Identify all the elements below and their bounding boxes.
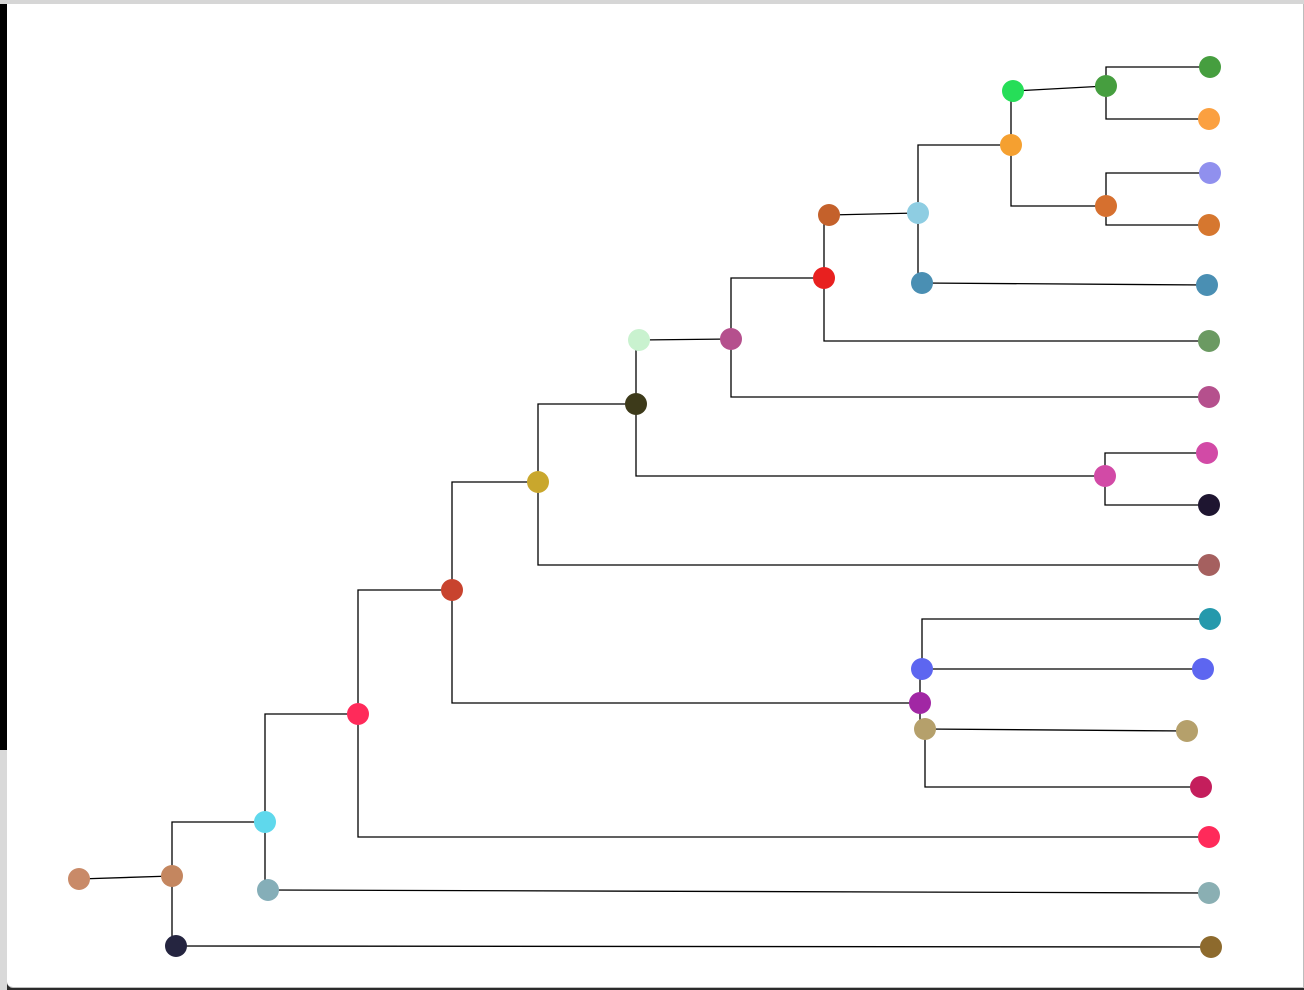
tree-edge [451, 590, 920, 704]
tree-node[interactable] [527, 471, 549, 493]
tree-node[interactable] [1094, 465, 1116, 487]
tree-node[interactable] [165, 935, 187, 957]
tree-node[interactable] [1095, 75, 1117, 97]
tree-node[interactable] [914, 718, 936, 740]
tree-edge [1010, 145, 1106, 207]
tree-edge [1104, 476, 1209, 506]
tree-leaf-node[interactable] [1198, 108, 1220, 130]
tree-node[interactable] [625, 393, 647, 415]
nodes-layer [68, 56, 1222, 958]
tree-edge [1105, 206, 1209, 226]
tree-node[interactable] [911, 272, 933, 294]
tree-node[interactable] [254, 811, 276, 833]
tree-edge [638, 338, 732, 341]
tree-node[interactable] [1095, 195, 1117, 217]
tree-node[interactable] [907, 202, 929, 224]
tree-node[interactable] [628, 329, 650, 351]
tree-edge [78, 875, 173, 880]
tree-leaf-node[interactable] [1198, 826, 1220, 848]
tree-node[interactable] [161, 865, 183, 887]
tree-leaf-node[interactable] [1198, 494, 1220, 516]
tree-leaf-node[interactable] [1198, 214, 1220, 236]
tree-canvas[interactable] [7, 4, 1304, 988]
tree-edge [828, 212, 919, 216]
tree-edge [267, 889, 1210, 894]
tree-node[interactable] [909, 692, 931, 714]
tree-leaf-node[interactable] [1199, 56, 1221, 78]
tree-edge [730, 339, 1209, 398]
tree-edge [635, 404, 1105, 477]
tree-edge [264, 713, 358, 822]
tree-edge [924, 728, 1188, 732]
tree-edge [537, 403, 636, 482]
window-left-bar-lower [0, 750, 7, 990]
tree-node[interactable] [1002, 80, 1024, 102]
tree-node[interactable] [813, 267, 835, 289]
edges-layer [78, 66, 1212, 948]
tree-edge [917, 144, 1011, 213]
tree-leaf-node[interactable] [1199, 608, 1221, 630]
tree-node[interactable] [911, 658, 933, 680]
window-top-edge [0, 0, 1304, 4]
tree-edge [1105, 66, 1210, 86]
tree-node[interactable] [818, 204, 840, 226]
tree-leaf-node[interactable] [1176, 720, 1198, 742]
tree-edge [171, 821, 265, 876]
tree-edge [175, 945, 1212, 948]
tree-node[interactable] [257, 879, 279, 901]
tree-leaf-node[interactable] [1196, 274, 1218, 296]
tree-edge [921, 282, 1208, 286]
tree-edge [823, 278, 1209, 342]
tree-node[interactable] [441, 579, 463, 601]
tree-edge [451, 481, 538, 590]
tree-edge [921, 618, 1210, 669]
tree-edge [924, 729, 1201, 788]
tree-edge [1104, 452, 1207, 476]
tree-node[interactable] [720, 328, 742, 350]
tree-node[interactable] [347, 703, 369, 725]
tree-node[interactable] [68, 868, 90, 890]
tree-edge [1105, 172, 1210, 206]
tree-leaf-node[interactable] [1200, 936, 1222, 958]
tree-leaf-node[interactable] [1196, 442, 1218, 464]
tree-leaf-node[interactable] [1199, 162, 1221, 184]
tree-edge [1105, 86, 1209, 120]
tree-edge [537, 482, 1209, 566]
tree-leaf-node[interactable] [1198, 554, 1220, 576]
tree-leaf-node[interactable] [1192, 658, 1214, 680]
tree-leaf-node[interactable] [1198, 386, 1220, 408]
tree-leaf-node[interactable] [1198, 882, 1220, 904]
window-left-bar [0, 4, 7, 750]
tree-edge [357, 714, 1209, 838]
tree-edge [1012, 85, 1107, 92]
tree-leaf-node[interactable] [1190, 776, 1212, 798]
tree-node[interactable] [1000, 134, 1022, 156]
tree-edge [357, 589, 452, 714]
tree-leaf-node[interactable] [1198, 330, 1220, 352]
tree-edge [730, 277, 824, 339]
